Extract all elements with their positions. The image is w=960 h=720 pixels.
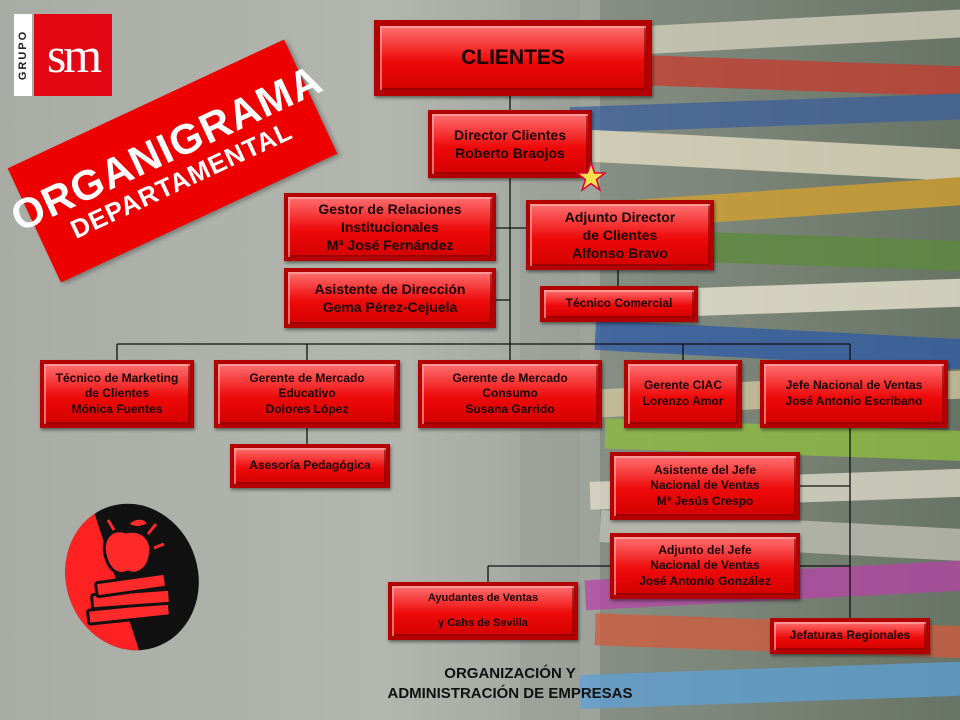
node-jefe-nacional-ventas: Jefe Nacional de Ventas José Antonio Esc… [760,360,948,428]
footer-caption: ORGANIZACIÓN Y ADMINISTRACIÓN DE EMPRESA… [300,664,720,703]
node-gerente-educativo: Gerente de Mercado Educativo Dolores Lóp… [214,360,400,428]
star-icon [576,162,606,192]
grupo-sm-logo: GRUPO sm [14,14,112,96]
node-ayudantes-ventas: Ayudantes de Ventas y Cahs de Sevilla [388,582,578,640]
apple-books-icon [65,503,199,651]
node-gerente-ciac: Gerente CIAC Lorenzo Amor [624,360,742,428]
node-adjunto-jefe: Adjunto del Jefe Nacional de Ventas José… [610,533,800,599]
node-gerente-consumo: Gerente de Mercado Consumo Susana Garrid… [418,360,602,428]
node-tecnico-comercial: Técnico Comercial [540,286,698,322]
footer-line-1: ORGANIZACIÓN Y [444,665,576,682]
node-gestor-relaciones: Gestor de Relaciones Institucionales Mª … [284,193,496,261]
node-tecnico-marketing: Técnico de Marketing de Clientes Mónica … [40,360,194,428]
node-asesoria-pedagogica: Asesoría Pedagógica [230,444,390,488]
node-director-clientes: Director Clientes Roberto Braojos [428,110,592,178]
node-adjunto-director: Adjunto Director de Clientes Alfonso Bra… [526,200,714,270]
footer-line-2: ADMINISTRACIÓN DE EMPRESAS [387,684,633,702]
node-asistente-jefe: Asistente del Jefe Nacional de Ventas Mª… [610,452,800,520]
node-jefaturas-regionales: Jefaturas Regionales [770,618,930,654]
logo-brand: sm [34,14,112,96]
node-clientes: CLIENTES [374,20,652,96]
logo-group-label: GRUPO [14,14,32,96]
node-asistente-direccion: Asistente de Dirección Gema Pérez-Cejuel… [284,268,496,328]
